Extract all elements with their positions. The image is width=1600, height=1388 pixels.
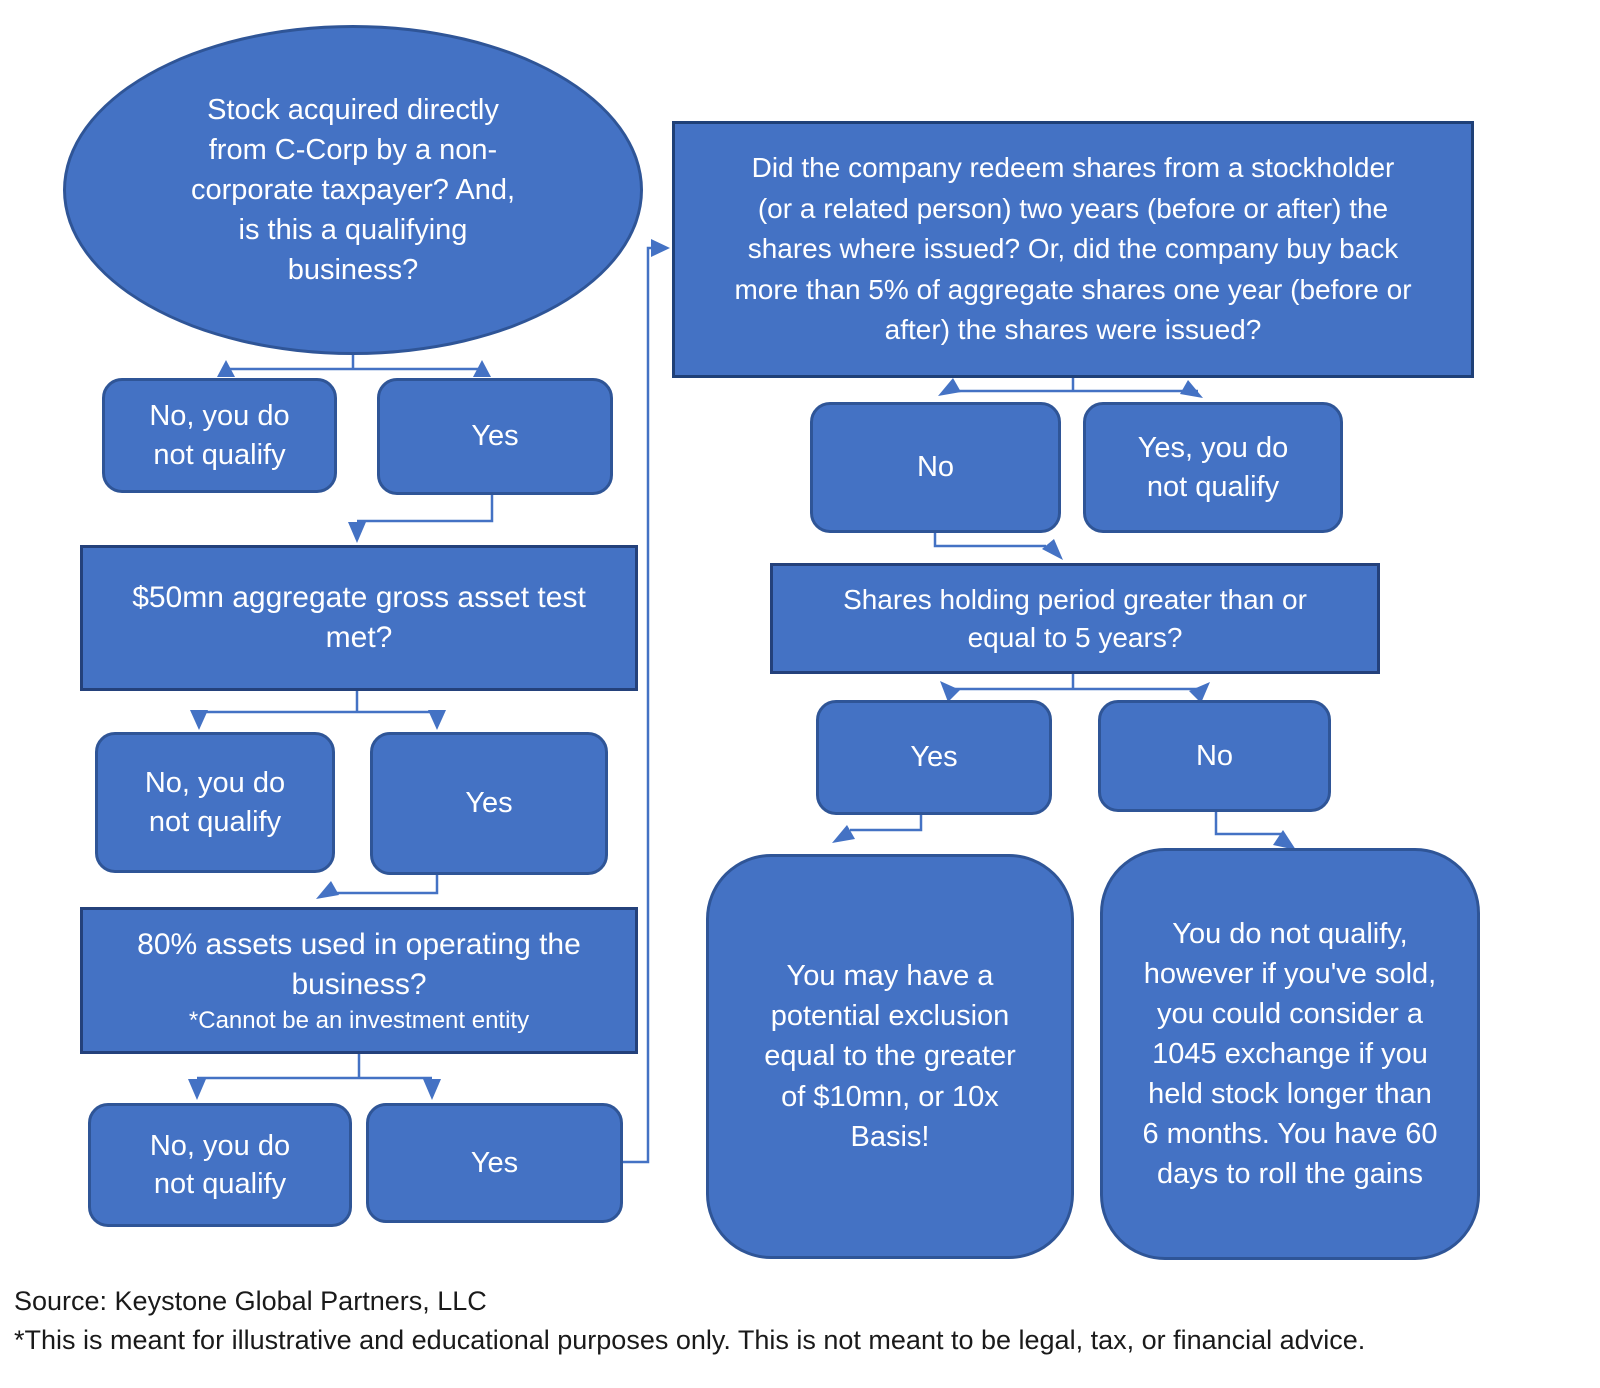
node-label: Stock acquired directly from C-Corp by a… [190, 93, 516, 287]
arrowhead [188, 1079, 206, 1100]
connector-yes2-assets80 [316, 875, 439, 899]
arrowhead [473, 360, 491, 377]
node-label: You may have a potential exclusion equal… [764, 960, 1016, 1153]
arrowhead [217, 360, 235, 377]
node-label: Yes [470, 1146, 519, 1179]
connector-yes5-result [832, 815, 923, 843]
arrowhead [316, 881, 339, 899]
node-asset-test-question: $50mn aggregate gross asset test met? [80, 545, 638, 691]
node-subnote: *Cannot be an investment entity [188, 1007, 530, 1035]
footer: Source: Keystone Global Partners, LLC *T… [14, 1282, 1594, 1360]
connector-no5-result [1214, 812, 1296, 850]
node-start-question-ellipse: Stock acquired directly from C-Corp by a… [63, 25, 643, 355]
node-no-not-qualify-3: No, you do not qualify [88, 1103, 352, 1227]
connector-asset-split [190, 691, 446, 730]
node-result-1045-exchange: You do not qualify, however if you've so… [1100, 848, 1480, 1260]
node-label: $50mn aggregate gross asset test met? [132, 581, 586, 654]
node-label: Shares holding period greater than or eq… [843, 584, 1307, 653]
node-label: You do not qualify, however if you've so… [1142, 917, 1438, 1191]
node-redeem-no: No [810, 402, 1061, 533]
node-label: No [916, 451, 955, 484]
node-yes-3: Yes [366, 1103, 623, 1223]
arrowhead [190, 710, 208, 730]
node-holding-no: No [1098, 700, 1331, 812]
node-no-not-qualify-2: No, you do not qualify [95, 732, 335, 873]
node-label: No [1195, 739, 1234, 772]
node-label: Yes [471, 420, 519, 453]
node-80pct-assets-question: 80% assets used in operating the busines… [80, 907, 638, 1054]
connector-start-split [217, 352, 491, 377]
node-redeem-question: Did the company redeem shares from a sto… [672, 121, 1474, 378]
connector-no4-holding [933, 533, 1063, 560]
node-label: No, you do not qualify [149, 1129, 291, 1200]
node-label: Yes, you do not qualify [1137, 432, 1289, 503]
node-result-exclusion: You may have a potential exclusion equal… [706, 854, 1074, 1259]
node-label: 80% assets used in operating the busines… [137, 927, 581, 1001]
connector-assets80-split [188, 1054, 441, 1100]
node-label: No, you do not qualify [149, 400, 290, 471]
node-holding-period-question: Shares holding period greater than or eq… [770, 563, 1380, 674]
arrowhead [1189, 682, 1210, 703]
arrowhead [428, 710, 446, 730]
node-label: Did the company redeem shares from a sto… [734, 152, 1412, 346]
source-line: Source: Keystone Global Partners, LLC [14, 1286, 487, 1316]
node-label: Yes [910, 741, 958, 774]
node-label: Yes [465, 787, 513, 820]
node-redeem-yes-not-qualify: Yes, you do not qualify [1083, 402, 1343, 533]
arrowhead [1042, 539, 1063, 560]
connector-redeem-split [938, 378, 1203, 398]
arrowhead [1273, 830, 1296, 850]
arrowhead [651, 239, 670, 257]
connector-yes3-redeem [623, 239, 670, 1164]
arrowhead [832, 825, 855, 843]
node-yes-1: Yes [377, 378, 613, 495]
connector-yes1-asset [348, 495, 494, 543]
node-yes-2: Yes [370, 732, 608, 875]
arrowhead [423, 1079, 441, 1100]
node-no-not-qualify-1: No, you do not qualify [102, 378, 337, 493]
arrowhead [938, 378, 961, 396]
node-label: No, you do not qualify [144, 767, 286, 838]
node-holding-yes: Yes [816, 700, 1052, 815]
arrowhead [348, 522, 366, 543]
connector-holding-split [940, 674, 1210, 703]
arrowhead [940, 681, 960, 702]
arrowhead [1180, 380, 1203, 398]
disclaimer-line: *This is meant for illustrative and educ… [14, 1325, 1366, 1356]
